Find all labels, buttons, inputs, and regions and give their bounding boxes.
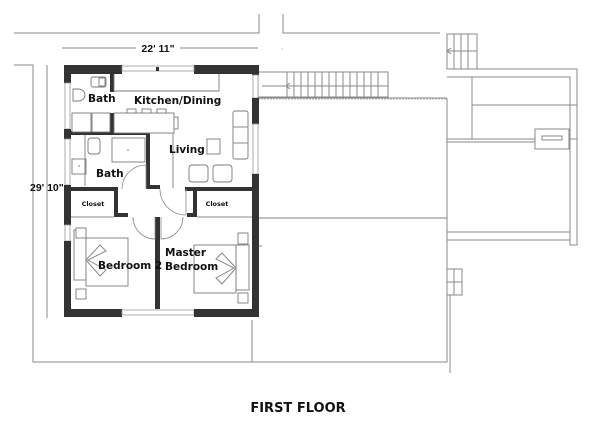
wall [252, 98, 259, 124]
right-block-outer [447, 68, 578, 246]
fixtures [71, 74, 250, 304]
deck-outline [251, 98, 448, 363]
bed-icon [85, 237, 129, 287]
armchair-icon [188, 164, 209, 183]
site-line-top-left [14, 14, 260, 34]
stair-arrow-icon [446, 47, 452, 55]
nightstand-icon [75, 288, 87, 300]
dimension-depth: 29' 10" [30, 182, 64, 194]
wall [64, 241, 71, 317]
nightstand-icon [237, 232, 249, 245]
label-bedroom-2: Bedroom 2 [98, 260, 162, 272]
window-right-upper [252, 74, 259, 99]
bed-covers [85, 244, 107, 277]
door-bath-lower[interactable] [121, 164, 147, 190]
window-mullion [156, 67, 159, 71]
site-line-top-right [282, 14, 440, 34]
label-bath-lower: Bath [96, 168, 124, 180]
wall [155, 217, 160, 309]
island-end [173, 116, 179, 130]
stair-main [257, 71, 447, 100]
dimension-width: 22' 11" [62, 43, 283, 55]
window-left-lower [64, 224, 71, 242]
door-bedroom2[interactable] [132, 216, 156, 240]
stool-icon [126, 108, 137, 114]
bed-covers [215, 252, 237, 285]
headboard [235, 244, 250, 291]
wall [194, 65, 259, 74]
dot [281, 48, 283, 50]
site-outlines [14, 14, 578, 373]
wall [194, 309, 259, 317]
label-master-line2: Bedroom [165, 261, 218, 273]
stool-icon [141, 108, 152, 114]
label-bath-upper: Bath [88, 93, 116, 105]
wall [114, 213, 128, 217]
sink-icon [72, 88, 86, 102]
interior-walls [64, 74, 259, 309]
nightstand-icon [75, 227, 87, 239]
drain [127, 149, 129, 151]
exterior-walls [64, 65, 259, 317]
wall [252, 65, 259, 75]
stair-box [257, 71, 389, 98]
kitchen-island [113, 112, 175, 134]
window-left-upper [64, 82, 71, 130]
wall [146, 185, 160, 189]
toilet-icon [87, 137, 101, 155]
label-kitchen-dining: Kitchen/Dining [134, 95, 221, 107]
stair-arrow-icon [285, 82, 291, 90]
grill-slot [541, 135, 563, 141]
wall [185, 187, 259, 191]
plan-title: FIRST FLOOR [250, 401, 345, 416]
wall [64, 185, 71, 225]
window-left-mid [64, 138, 71, 186]
counter-cabinet [91, 112, 111, 133]
wall [64, 65, 71, 83]
label-master-line1: Master [165, 247, 207, 259]
coffee-table-icon [206, 138, 221, 155]
wall [64, 187, 118, 191]
nightstand-icon [237, 292, 249, 304]
wall [64, 65, 122, 74]
armchair-icon [212, 164, 233, 183]
drain [78, 165, 80, 167]
window-bottom [121, 309, 195, 316]
wall [252, 174, 259, 317]
room-labels: Bath Kitchen/Dining Living Bath Closet C… [82, 93, 346, 416]
label-closet-left: Closet [82, 200, 105, 208]
door-living-hall[interactable] [159, 188, 187, 216]
width-dimension: 22' 11" [141, 43, 174, 55]
kitchen-counter [113, 74, 220, 92]
grill-box [534, 128, 570, 150]
depth-dimension: 29' 10" [30, 182, 64, 194]
door-master[interactable] [160, 216, 184, 240]
wall [64, 309, 122, 317]
window-right-mid [252, 123, 259, 175]
wall [193, 187, 197, 217]
bed-icon [193, 244, 237, 294]
toilet-tank [98, 77, 106, 87]
site-line-left-outer [14, 64, 252, 363]
wall [64, 131, 150, 135]
label-closet-right: Closet [206, 200, 229, 208]
counter-cabinet [71, 112, 92, 133]
stool-icon [156, 108, 167, 114]
wall [187, 213, 197, 217]
wall [110, 74, 114, 92]
wall [114, 187, 118, 217]
stair-upper-right [446, 33, 478, 70]
label-living: Living [169, 144, 205, 156]
sofa-icon [232, 110, 249, 160]
wall [110, 113, 114, 133]
doors [121, 164, 187, 240]
wall [146, 131, 150, 189]
